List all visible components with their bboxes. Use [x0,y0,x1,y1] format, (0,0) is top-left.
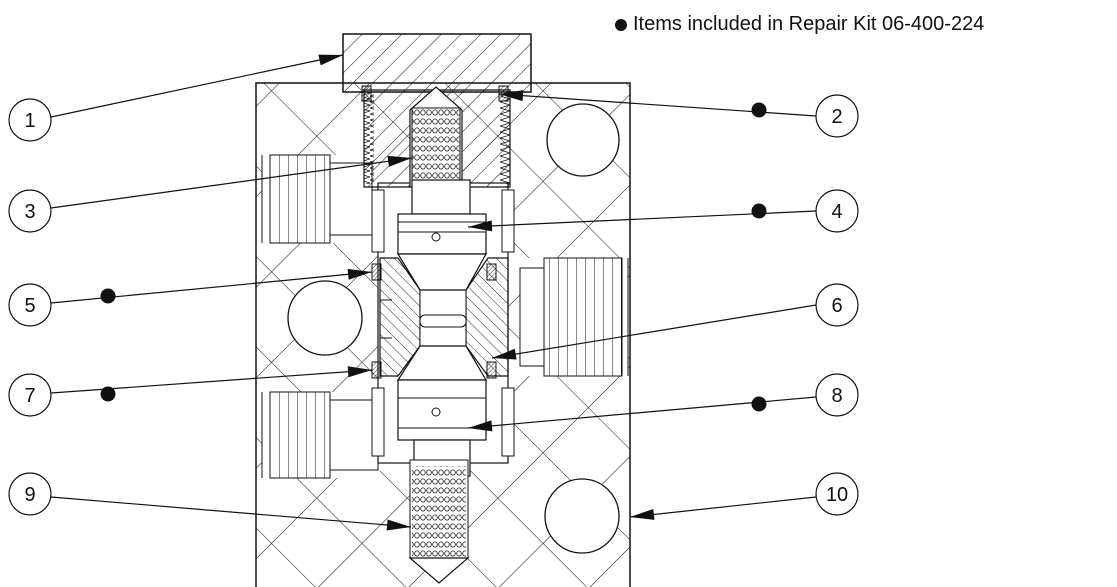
repair-kit-dot-icon [100,288,116,304]
callout-number: 8 [831,385,842,407]
callout-number: 4 [831,201,842,223]
leader-line [50,157,413,209]
lower-poppet [396,345,488,477]
cap-seal-left [361,85,372,102]
repair-kit-dot-icon [751,203,767,219]
callout-circle [815,373,859,417]
callout-4: 4 [467,189,859,233]
arrowhead-icon [468,220,493,232]
callout-number: 6 [831,295,842,317]
leader-line [50,496,412,528]
callout-7: 7 [8,366,373,417]
filled-circle-icon [615,18,627,31]
arrowhead-icon [347,268,372,280]
arrowhead-icon [468,420,493,432]
callout-number: 7 [24,385,35,407]
callout-circle [815,472,859,516]
leader-line [629,496,817,518]
passage-upper-right [546,103,620,177]
legend-text: Items included in Repair Kit 06-400-224 [633,13,985,35]
callout-circle [8,283,52,327]
arrowhead-icon [499,90,524,102]
callout-circle [8,98,52,142]
callout-circle [815,283,859,327]
o-ring-upper-left [371,263,382,281]
upper-spring [411,107,461,189]
callout-circle [815,189,859,233]
callout-circle [8,189,52,233]
callout-6: 6 [491,283,859,360]
callout-3: 3 [8,155,413,233]
callout-1: 1 [8,54,344,142]
port-upper-left [261,154,373,244]
callout-circle [8,472,52,516]
callout-circle [815,94,859,138]
callout-number: 5 [24,295,35,317]
arrowhead-icon [347,366,372,378]
seat-housing [379,257,509,377]
repair-kit-dot-icon [751,396,767,412]
port-lower-left [261,391,380,479]
o-ring-upper-right [486,263,497,281]
leader-line [50,54,344,118]
callout-8: 8 [467,373,859,432]
repair-kit-dot-icon [100,386,116,402]
callout-number: 10 [826,484,848,506]
arrowhead-icon [387,155,412,167]
callout-number: 9 [24,484,35,506]
callout-5: 5 [8,268,373,327]
callout-number: 1 [24,110,35,132]
callout-2: 2 [498,90,859,138]
callout-10: 10 [629,472,859,520]
passage-lower-right [544,478,620,554]
leader-line [491,304,817,359]
passage-left [287,280,363,356]
arrowhead-icon [318,54,343,66]
lower-spring [408,459,470,584]
o-ring-lower-left [371,361,382,379]
callout-layer: 1 2 3 4 5 6 7 8 9 10 [8,54,859,531]
callout-number: 3 [24,201,35,223]
upper-poppet [396,179,488,291]
arrowhead-icon [630,508,655,520]
port-right [519,257,629,377]
arrowhead-icon [386,519,411,531]
repair-kit-legend: Items included in Repair Kit 06-400-224 [615,13,984,36]
arrowhead-icon [492,348,517,360]
callout-number: 2 [831,106,842,128]
callout-circle [8,373,52,417]
o-ring-lower-right [486,361,497,379]
repair-kit-dot-icon [751,102,767,118]
callout-9: 9 [8,472,412,531]
